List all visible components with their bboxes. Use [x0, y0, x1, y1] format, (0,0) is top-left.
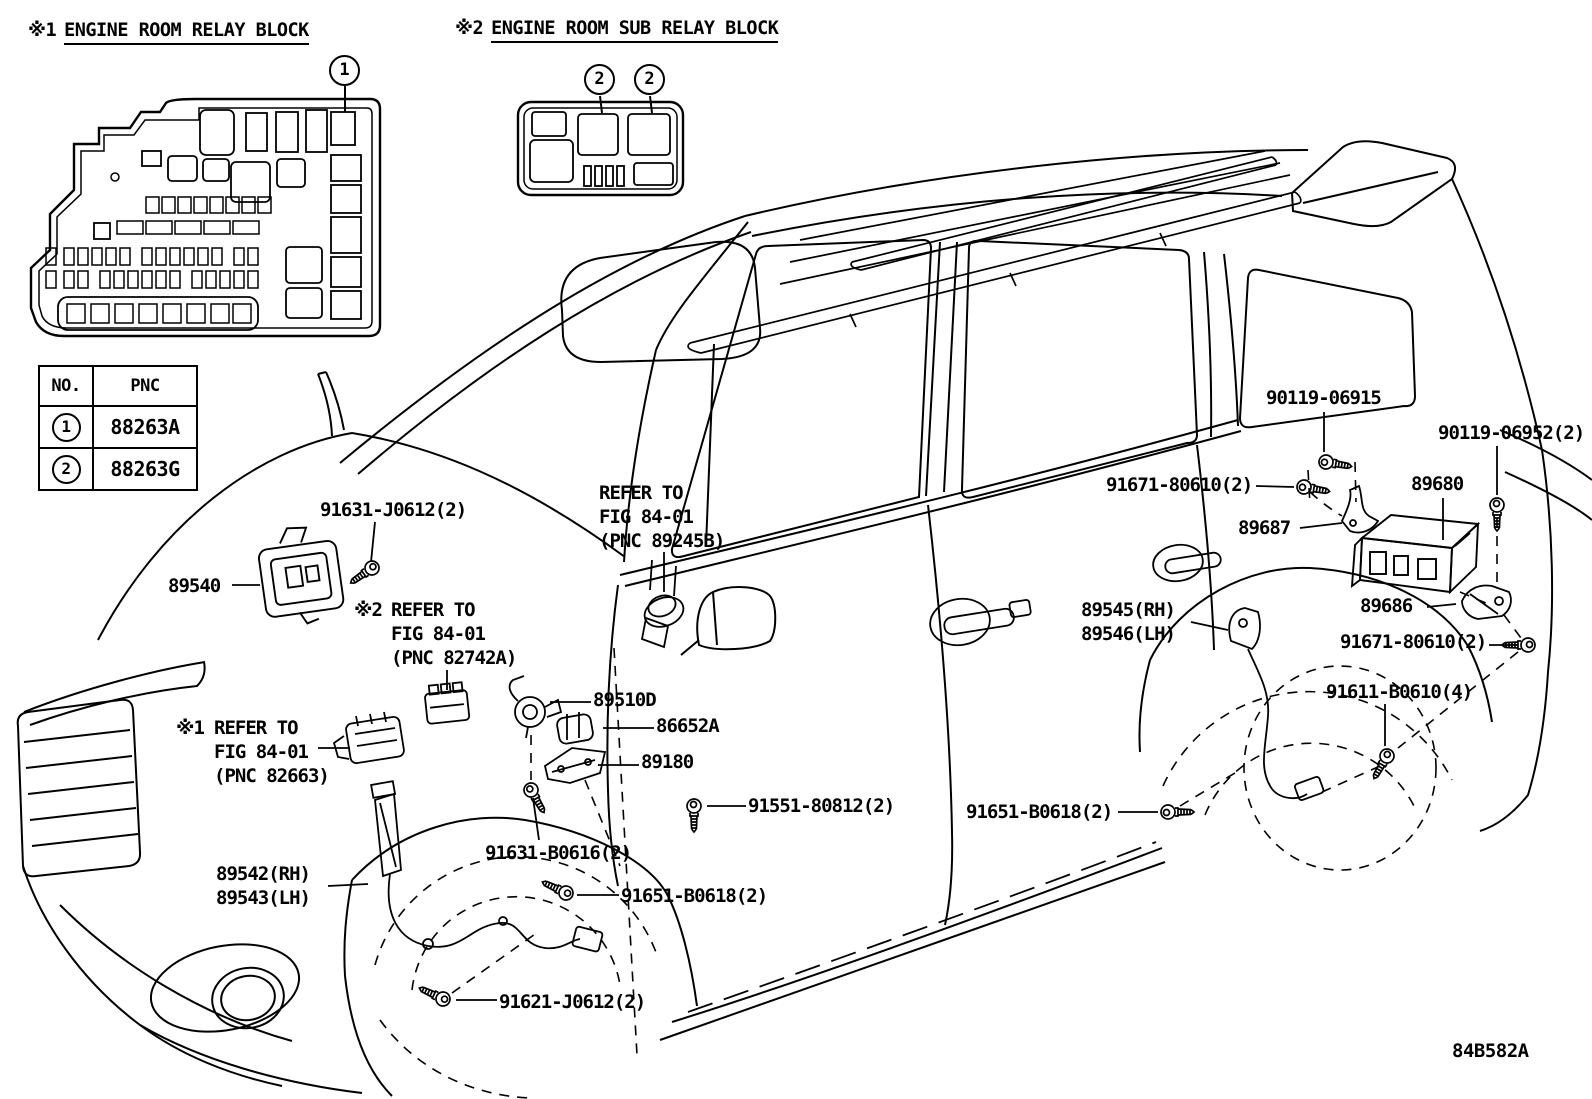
label-89545-89546: 89545(RH) 89546(LH) — [1081, 599, 1176, 645]
bolt-91631-j0612 — [345, 557, 383, 590]
label-91651-b0618-right: 91651-B0618(2) — [966, 801, 1113, 823]
pnc-row2-no: 2 — [38, 447, 94, 491]
callout-1: 1 — [329, 55, 360, 86]
relay-block-title: ※1 ENGINE ROOM RELAY BLOCK — [28, 20, 309, 45]
rocker-dash-line — [687, 841, 1157, 1013]
label-90119-06952: 90119-06952(2) — [1438, 422, 1585, 444]
front-fascia — [16, 661, 363, 1094]
sub-relay-block-title-text: ENGINE ROOM SUB RELAY BLOCK — [491, 18, 779, 43]
part-82742a-connector — [424, 681, 471, 725]
pnc-table-header-row: NO. PNC — [38, 365, 198, 407]
car-body-outline — [97, 140, 1592, 1097]
part-89180-sensor-bracket — [543, 747, 607, 784]
label-90119-06915: 90119-06915 — [1266, 387, 1382, 409]
table-row: 2 88263G — [38, 447, 198, 491]
label-89540: 89540 — [168, 575, 221, 597]
relay-block-title-prefix: ※1 — [28, 20, 57, 41]
label-91671-80610-left: 91671-80610(2) — [1106, 474, 1253, 496]
label-91611-b0610: 91611-B0610(4) — [1326, 681, 1473, 703]
bolt-91631-b0616 — [520, 779, 551, 817]
sub-relay-block-title-prefix: ※2 — [455, 18, 484, 39]
pnc-table: NO. PNC 1 88263A 2 88263G — [38, 365, 198, 491]
label-89510d: 89510D — [593, 689, 657, 711]
label-89680: 89680 — [1411, 473, 1464, 495]
bolt-90119-06915 — [1317, 453, 1354, 475]
part-89245b-grommet — [640, 559, 685, 649]
label-89542-89543: 89542(RH) 89543(LH) — [216, 863, 311, 909]
part-89542-front-speed-sensor — [370, 780, 604, 953]
label-91551-80812: 91551-80812(2) — [748, 795, 895, 817]
part-86652a-clip — [556, 712, 594, 745]
label-ref-82742a: REFER TO FIG 84-01 (PNC 82742A) — [391, 599, 517, 669]
label-ref-82663: REFER TO FIG 84-01 (PNC 82663) — [214, 717, 330, 787]
sub-relay-block-title: ※2 ENGINE ROOM SUB RELAY BLOCK — [455, 18, 779, 43]
figure-code: 84B582A — [1452, 1040, 1529, 1062]
engine-room-relay-block-drawing — [29, 97, 382, 338]
callout-lines — [344, 86, 653, 114]
bolt-91551-80812 — [686, 798, 702, 833]
label-91671-80610-right: 91671-80610(2) — [1340, 631, 1487, 653]
callout-2b: 2 — [634, 64, 665, 95]
bolt-91651-b0618-right — [1160, 804, 1195, 820]
leader-lines — [232, 412, 1518, 1001]
part-82663-connector — [332, 711, 405, 765]
relay-block-title-text: ENGINE ROOM RELAY BLOCK — [64, 20, 309, 45]
bolt-glyphs — [345, 453, 1536, 1010]
pnc-col-pnc: PNC — [92, 365, 198, 407]
pnc-row1-no: 1 — [38, 405, 94, 449]
circled-number-1: 1 — [51, 412, 81, 442]
label-ref-82742a-prefix: ※2 — [354, 599, 383, 621]
label-86652a: 86652A — [656, 715, 720, 737]
label-ref-89245b: REFER TO FIG 84-01 (PNC 89245B) — [599, 482, 725, 552]
label-91631-b0616: 91631-B0616(2) — [485, 842, 632, 864]
part-89686-bracket — [1461, 584, 1512, 620]
engine-room-sub-relay-block-drawing — [516, 100, 685, 197]
label-91631-j0612: 91631-J0612(2) — [320, 499, 467, 521]
label-89687: 89687 — [1238, 517, 1291, 539]
roof-rails — [687, 150, 1302, 354]
label-89686: 89686 — [1360, 595, 1413, 617]
circled-number-2: 2 — [51, 454, 81, 484]
pnc-row2-pnc: 88263G — [92, 447, 198, 491]
bolt-91651-b0618-left — [538, 874, 577, 904]
bolt-91621-j0612 — [415, 980, 454, 1010]
label-89180: 89180 — [641, 751, 694, 773]
part-89510d-yaw-rate-sensor — [508, 675, 563, 739]
label-ref-82663-prefix: ※1 — [176, 717, 205, 739]
table-row: 1 88263A — [38, 405, 198, 449]
part-89687-bracket — [1340, 484, 1380, 534]
label-91621-j0612: 91621-J0612(2) — [499, 991, 646, 1013]
label-91651-b0618-left: 91651-B0618(2) — [621, 885, 768, 907]
part-89545-rear-speed-sensor — [1228, 607, 1325, 801]
part-89680-skid-control-computer — [1350, 514, 1481, 595]
callout-2a: 2 — [584, 64, 615, 95]
part-89540-skid-control-ecu — [257, 526, 345, 625]
pnc-col-no: NO. — [38, 365, 94, 407]
pnc-row1-pnc: 88263A — [92, 405, 198, 449]
